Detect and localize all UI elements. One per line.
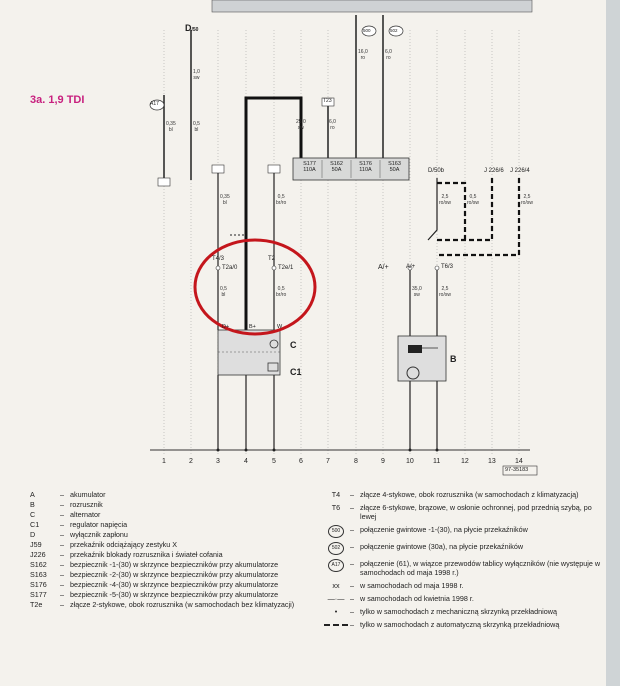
wire-label: 1,0 sw xyxy=(193,69,200,81)
legend-item: S176–bezpiecznik -4-(30) w skrzynce bezp… xyxy=(30,580,279,589)
track-number: 7 xyxy=(326,458,330,465)
wire-label: 0,35 bl xyxy=(220,194,230,206)
label-d: D/50 xyxy=(185,23,199,33)
legend-item: xx–w samochodach od maja 1998 r. xyxy=(332,581,464,590)
track-number: 11 xyxy=(433,458,441,465)
label-a-plus: A/+ xyxy=(378,264,389,271)
connector-502-icon: 502 xyxy=(328,542,344,555)
label-t43: T4/3 xyxy=(212,256,225,262)
alternator xyxy=(217,329,281,376)
wire-label: 0,5 br/ro xyxy=(276,194,287,206)
label-w: W xyxy=(277,324,283,330)
legend-item: T6–złącze 6-stykowe, brązowe, w osłonie … xyxy=(331,503,592,521)
legend-item: A–akumulator xyxy=(30,490,106,499)
label-t2e: T2e/1 xyxy=(278,265,294,271)
wire-label: 0,5 bl xyxy=(193,121,200,133)
label-t63: T6/3 xyxy=(441,264,454,270)
legend-left: A–akumulator B–rozrusznik C–alternator C… xyxy=(30,490,315,610)
legend-item: –tylko w samochodach z automatyczną skrz… xyxy=(322,620,607,629)
legend-item: B–rozrusznik xyxy=(30,500,103,509)
wire-label: 25,0 sw xyxy=(296,119,306,131)
label-a-plus-2: A/+ xyxy=(406,264,416,270)
wire-label: 35,0 sw xyxy=(412,286,422,298)
label-a17: A17 xyxy=(150,101,159,107)
legend-right: T4–złącze 4-stykowe, obok rozrusznika (w… xyxy=(322,490,607,633)
track-number: 6 xyxy=(299,458,303,465)
diagram-code: 97-35183 xyxy=(505,467,529,473)
scan-edge xyxy=(606,0,620,686)
legend-item: J59–przekaźnik odciążający zestyku X xyxy=(30,540,178,549)
connector-a17-icon: A17 xyxy=(328,559,344,572)
wire-label: 0,5 br/ro xyxy=(276,286,287,298)
label-b: B xyxy=(450,354,457,364)
legend-item: —·—–w samochodach od kwietnia 1998 r. xyxy=(327,594,474,603)
track-number: 13 xyxy=(488,458,496,465)
label-500: 500 xyxy=(363,28,371,33)
wire-label: 0,5 bl xyxy=(220,286,227,298)
wire-label: 2,5 ro/sw xyxy=(439,194,451,206)
legend-item: A17–połączenie (61), w wiązce przewodów … xyxy=(322,559,607,577)
track-number: 5 xyxy=(272,458,276,465)
starter xyxy=(397,335,447,382)
label-t2a: T2a/0 xyxy=(222,265,238,271)
track-number: 12 xyxy=(461,458,469,465)
wire-label: 0,35 bl xyxy=(166,121,176,133)
label-t23: T23 xyxy=(323,98,332,104)
label-t2: T2 xyxy=(268,256,276,262)
wire-label: 2,5 ro/sw xyxy=(521,194,533,206)
legend-item: •–tylko w samochodach z mechaniczną skrz… xyxy=(334,607,557,616)
wire-label: 0,5 ro/sw xyxy=(467,194,479,206)
track-number: 3 xyxy=(216,458,220,465)
label-c: C xyxy=(290,340,297,350)
label-j226-6: J 226/6 xyxy=(484,168,504,174)
track-number: 1 xyxy=(162,458,166,465)
legend-item: S163–bezpiecznik -2-(30) w skrzynce bezp… xyxy=(30,570,279,579)
highlight-circle xyxy=(193,238,317,336)
label-d50b: D/50b xyxy=(428,168,445,174)
legend-item: 500–połączenie gwintowe -1-(30), na płyc… xyxy=(322,525,607,538)
wire-battery-main xyxy=(244,96,303,340)
wire-label: 2,5 ro/sw xyxy=(439,286,451,298)
legend-item: S177–bezpiecznik -5-(30) w skrzynce bezp… xyxy=(30,590,279,599)
legend-item: S162–bezpiecznik -1-(30) w skrzynce bezp… xyxy=(30,560,279,569)
automatic-gearbox-wiring xyxy=(437,178,521,257)
wire-label: 6,0 ro xyxy=(385,49,392,61)
track-number: 2 xyxy=(189,458,193,465)
page-title: 3a. 1,9 TDI xyxy=(30,94,85,106)
label-dplus: D+ xyxy=(222,324,230,330)
legend-item: J226–przekaźnik blokady rozrusznika i św… xyxy=(30,550,223,559)
dashed-line-icon xyxy=(324,624,348,627)
track-number: 8 xyxy=(354,458,358,465)
top-relay-panel xyxy=(211,0,533,13)
legend-item: T4–złącze 4-stykowe, obok rozrusznika (w… xyxy=(331,490,579,499)
label-bplus: B+ xyxy=(249,324,256,330)
label-c1: C1 xyxy=(290,367,302,377)
legend-item: T2e–złącze 2-stykowe, obok rozrusznika (… xyxy=(30,600,295,609)
track-number: 4 xyxy=(244,458,248,465)
a17-marker xyxy=(149,99,165,111)
connector-500-icon: 500 xyxy=(328,525,344,538)
track-number: 14 xyxy=(515,458,523,465)
legend-item: C1–regulator napięcia xyxy=(30,520,128,529)
grid-lines xyxy=(163,30,520,455)
legend-item: C–alternator xyxy=(30,510,101,519)
wire-label: 16,0 ro xyxy=(358,49,368,61)
track-number: 10 xyxy=(406,458,414,465)
legend-item: 502–połączenie gwintowe (30a), na płycie… xyxy=(322,542,607,555)
label-502: 502 xyxy=(390,28,398,33)
wire-label: 6,0 ro xyxy=(329,119,336,131)
legend-item: D–wyłącznik zapłonu xyxy=(30,530,128,539)
label-j226-4: J 226/4 xyxy=(510,168,530,174)
track-number: 9 xyxy=(381,458,385,465)
